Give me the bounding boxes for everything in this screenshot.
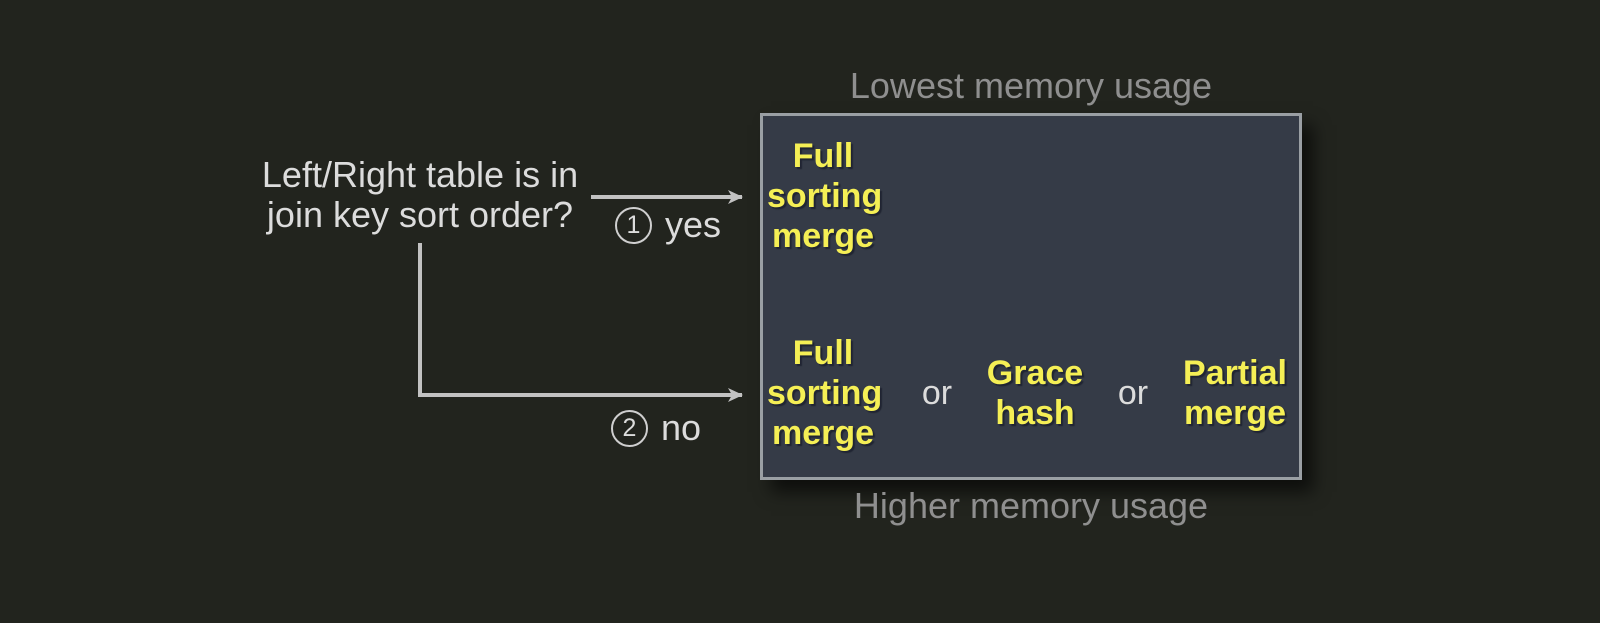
algo-line: Grace bbox=[986, 354, 1084, 392]
algo-line: merge bbox=[1183, 394, 1287, 432]
algorithm-full-sorting-merge-sorted: Full sorting merge bbox=[767, 136, 883, 256]
algo-line: Partial bbox=[1183, 354, 1287, 392]
arrow-no bbox=[418, 243, 743, 402]
branch-yes-text: yes bbox=[665, 204, 722, 245]
question-line-2: join key sort order? bbox=[266, 194, 574, 235]
branch-no-text: no bbox=[661, 407, 702, 448]
algorithm-grace-hash: Grace hash bbox=[983, 353, 1087, 433]
algo-line: Full bbox=[792, 334, 854, 372]
higher-memory-caption: Higher memory usage bbox=[853, 485, 1209, 526]
algo-line: sorting bbox=[767, 177, 883, 215]
or-separator: or bbox=[1117, 374, 1149, 412]
algo-line: hash bbox=[995, 394, 1075, 432]
algorithm-partial-merge: Partial merge bbox=[1180, 353, 1290, 433]
circled-number-2-icon: 2 bbox=[611, 409, 648, 447]
or-separator: or bbox=[921, 374, 953, 412]
question-line-1: Left/Right table is in bbox=[261, 154, 579, 195]
unsorted-algorithms-row: Full sorting merge or Grace hash or Part… bbox=[763, 332, 1290, 454]
branch-yes-label: 1 yes bbox=[615, 204, 722, 245]
circled-number-1-icon: 1 bbox=[615, 206, 652, 244]
algo-line: merge bbox=[771, 217, 875, 255]
algo-line: Full bbox=[792, 137, 854, 175]
lowest-memory-caption: Lowest memory usage bbox=[849, 65, 1213, 106]
question-text: Left/Right table is in join key sort ord… bbox=[240, 155, 600, 235]
algorithm-box: Full sorting merge Full sorting merge or… bbox=[760, 113, 1302, 480]
algorithm-full-sorting-merge-unsorted: Full sorting merge bbox=[767, 333, 883, 453]
branch-no-label: 2 no bbox=[611, 407, 702, 448]
algo-line: sorting bbox=[767, 374, 883, 412]
algo-line: merge bbox=[771, 414, 875, 452]
